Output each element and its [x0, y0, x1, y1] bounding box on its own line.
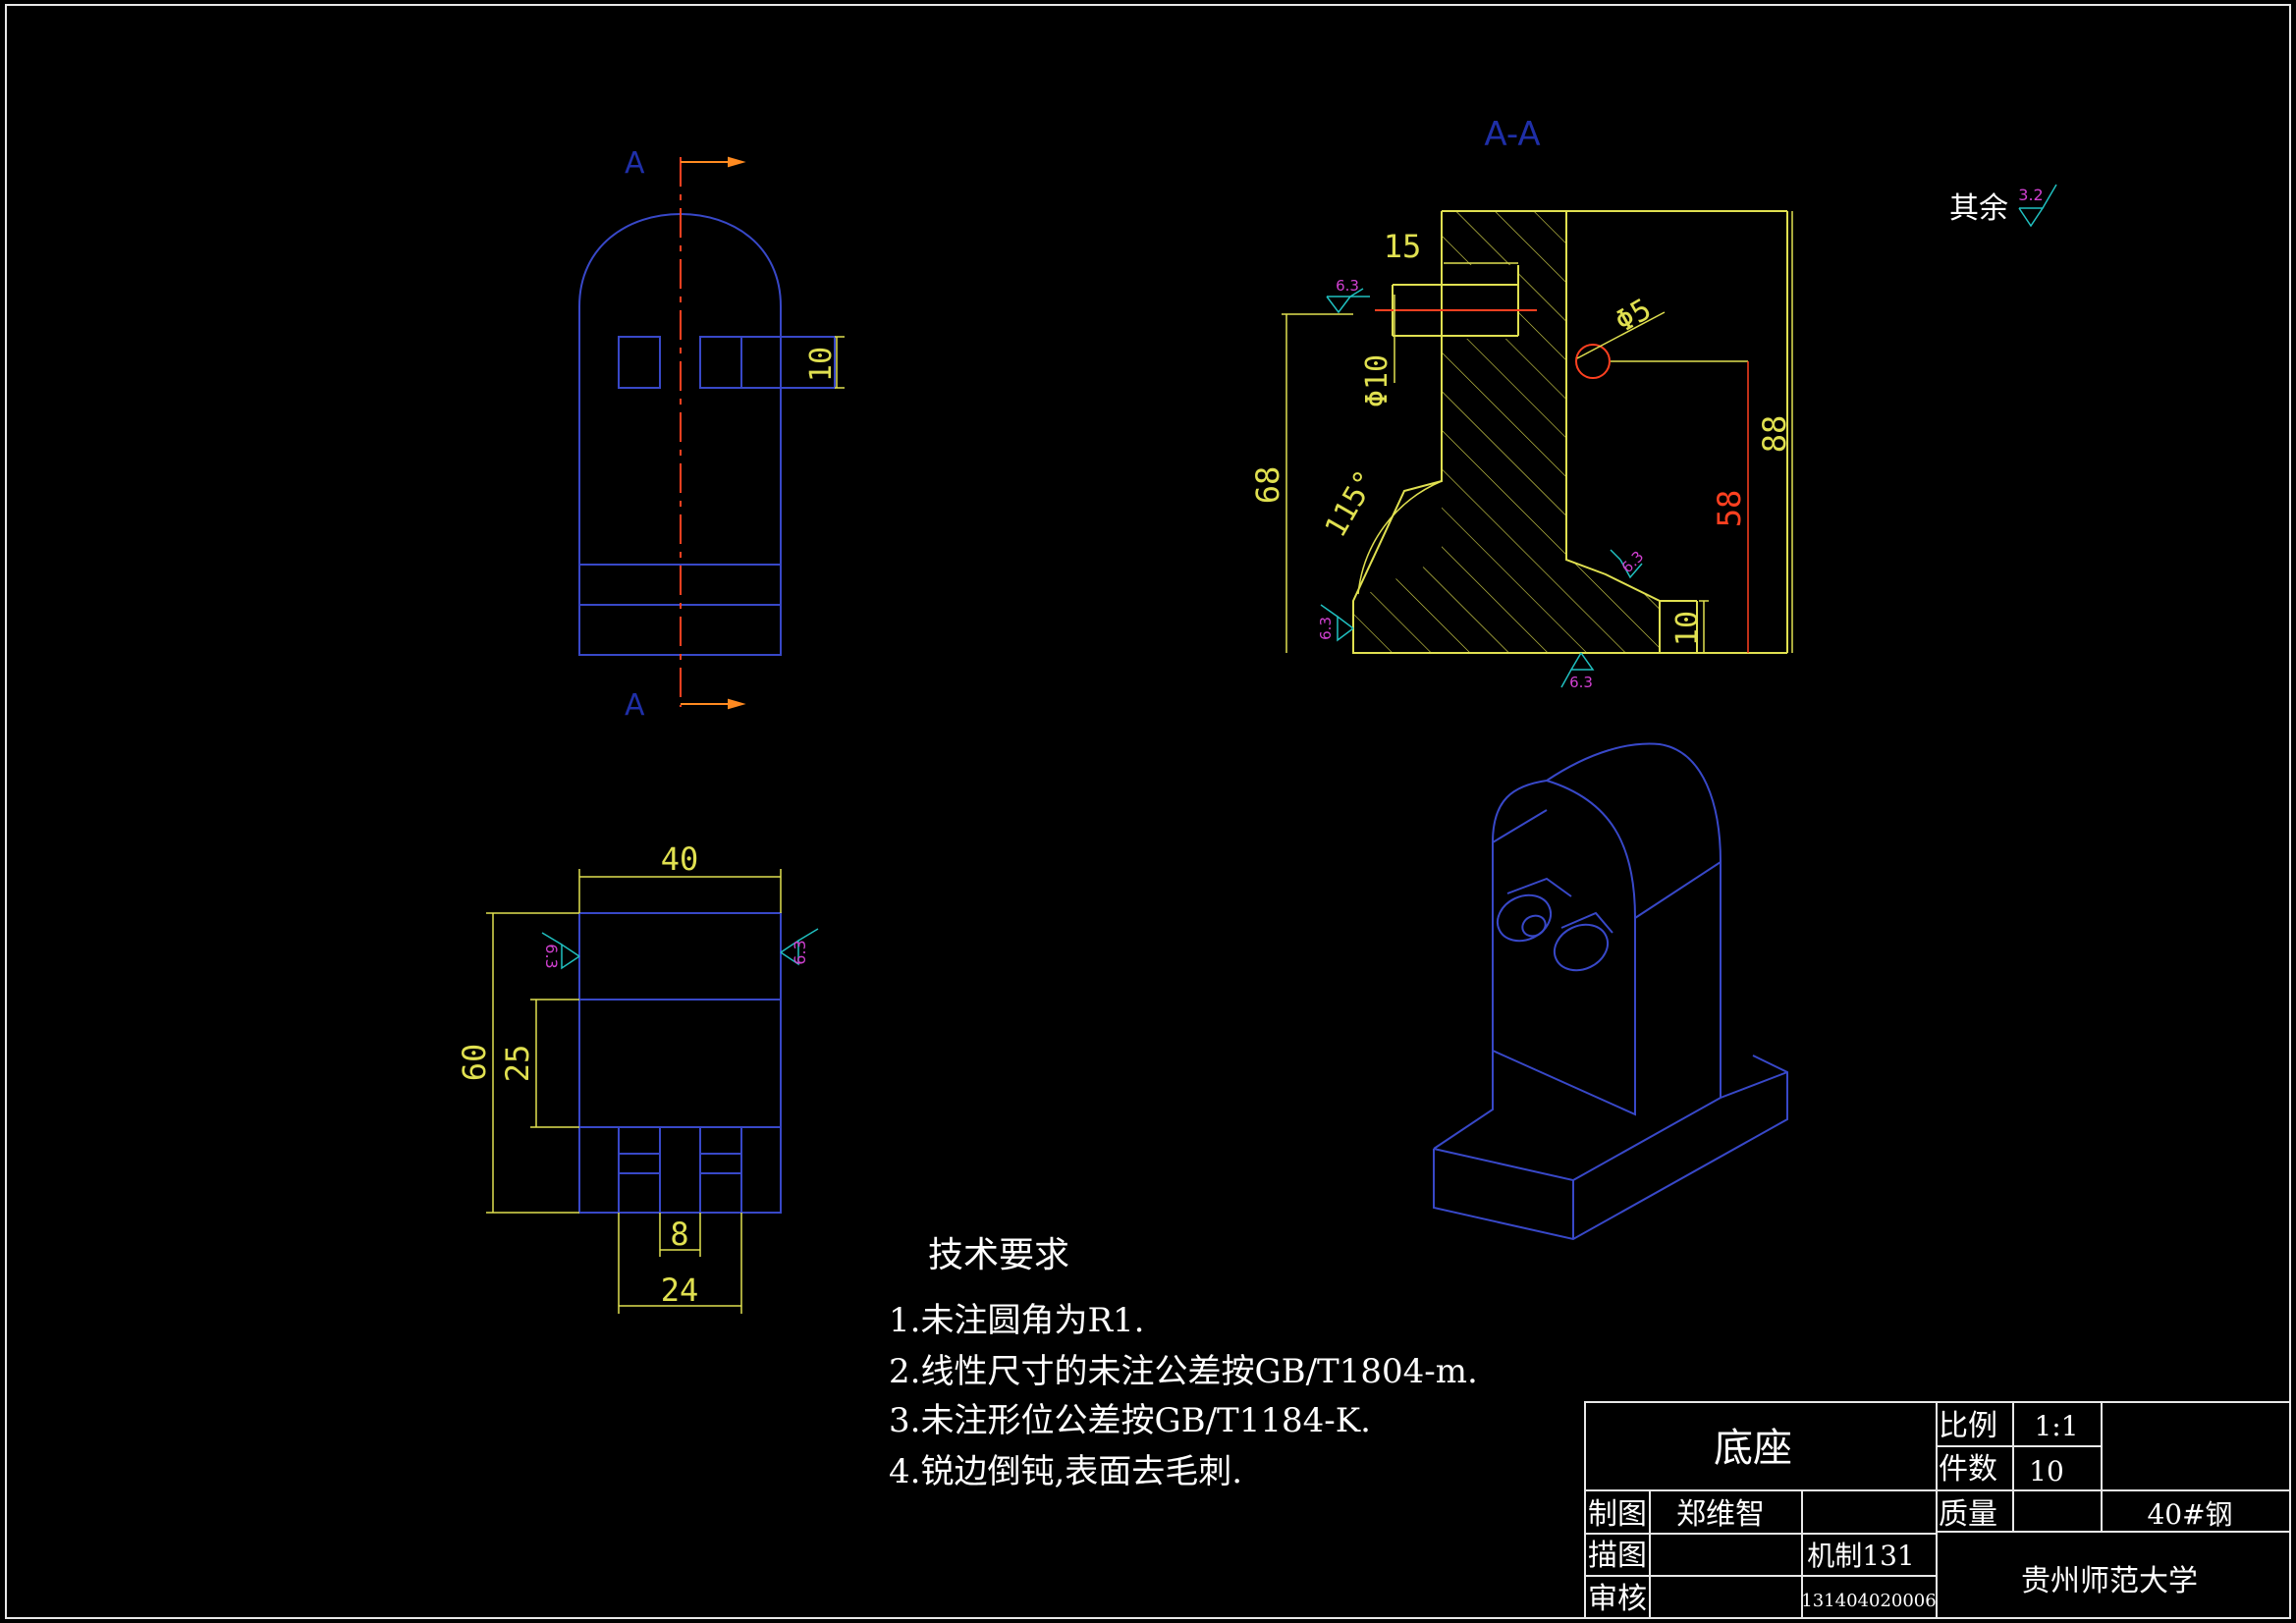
- tech-req-item-1: 1.未注圆角为R1.: [889, 1301, 1144, 1340]
- section-dim-phi10: Φ10: [1360, 354, 1394, 407]
- school: 贵州师范大学: [2021, 1564, 2198, 1598]
- roughness-value-top-left: 6.3: [542, 944, 561, 968]
- section-dim-15: 15: [1384, 228, 1422, 265]
- mass-label: 质量: [1939, 1497, 1997, 1532]
- part-name: 底座: [1714, 1426, 1792, 1471]
- roughness-value-section-step: 6.3: [1618, 548, 1648, 577]
- top-dim-40: 40: [661, 840, 699, 878]
- front-view: [578, 212, 836, 656]
- roughness-value-section-bottom: 6.3: [1569, 674, 1593, 691]
- roughness-symbol-top-left: [541, 932, 580, 970]
- section-dim-68: 68: [1249, 466, 1286, 505]
- section-dim-phi5: Φ5: [1610, 293, 1658, 340]
- roughness-symbol-section-bottom: [1560, 652, 1595, 688]
- count-label: 件数: [1939, 1452, 1997, 1487]
- top-dim-8: 8: [670, 1216, 688, 1253]
- checked-label: 审核: [1588, 1582, 1647, 1616]
- roughness-symbol-section-bore: [1326, 288, 1370, 314]
- roughness-symbol-other: [2018, 184, 2057, 228]
- material: 40#钢: [2147, 1498, 2232, 1531]
- section-outline: [1352, 210, 1788, 654]
- top-dim-25: 25: [499, 1045, 536, 1083]
- top-view: [578, 912, 782, 1214]
- section-marker-bottom: A: [625, 688, 645, 723]
- section-dim-angle: 115°: [1319, 464, 1384, 543]
- section-hole: [1575, 344, 1611, 379]
- tech-req-item-3: 3.未注形位公差按GB/T1184-K.: [889, 1401, 1371, 1440]
- title-block: [1584, 1401, 2291, 1619]
- roughness-value-top-right: 6.3: [791, 940, 809, 964]
- other-surfaces-label: 其余: [1949, 191, 2008, 226]
- section-title: A-A: [1484, 115, 1540, 154]
- top-dim-60: 60: [456, 1044, 493, 1082]
- drawn-by: 郑维智: [1676, 1497, 1765, 1532]
- tech-req-item-4: 4.锐边倒钝,表面去毛刺.: [889, 1452, 1242, 1491]
- section-dim-88: 88: [1756, 415, 1793, 454]
- class-name: 机制131: [1807, 1540, 1914, 1572]
- section-cut-arrows: [681, 156, 746, 710]
- count-value: 10: [2029, 1455, 2064, 1488]
- section-dimensions: [1282, 211, 1793, 653]
- tech-req-item-2: 2.线性尺寸的未注公差按GB/T1804-m.: [889, 1352, 1478, 1391]
- section-dim-58: 58: [1711, 490, 1748, 528]
- traced-label: 描图: [1588, 1539, 1647, 1573]
- drawn-label: 制图: [1588, 1497, 1647, 1532]
- roughness-symbol-top-right: [780, 928, 819, 966]
- drawing-border: [5, 4, 2291, 1619]
- front-dim-10: [835, 336, 845, 389]
- section-hatch: [1353, 211, 1660, 653]
- top-dimensions: [486, 869, 782, 1314]
- roughness-value-section-bore: 6.3: [1336, 277, 1359, 295]
- roughness-value-section-left: 6.3: [1317, 617, 1335, 640]
- tech-req-title: 技术要求: [928, 1235, 1069, 1275]
- scale-label: 比例: [1939, 1409, 1997, 1443]
- section-dim-10: 10: [1670, 611, 1705, 646]
- section-marker-top: A: [625, 146, 645, 181]
- roughness-value-other: 3.2: [2018, 186, 2043, 204]
- student-id: 131404020006: [1801, 1591, 1936, 1611]
- isometric-view: [1433, 742, 1788, 1241]
- roughness-symbol-section-left: [1320, 604, 1354, 642]
- front-dim-10-text: 10: [804, 347, 839, 382]
- scale-value: 1:1: [2034, 1410, 2078, 1442]
- top-dim-24: 24: [661, 1271, 699, 1309]
- roughness-symbol-section-step: [1610, 549, 1643, 579]
